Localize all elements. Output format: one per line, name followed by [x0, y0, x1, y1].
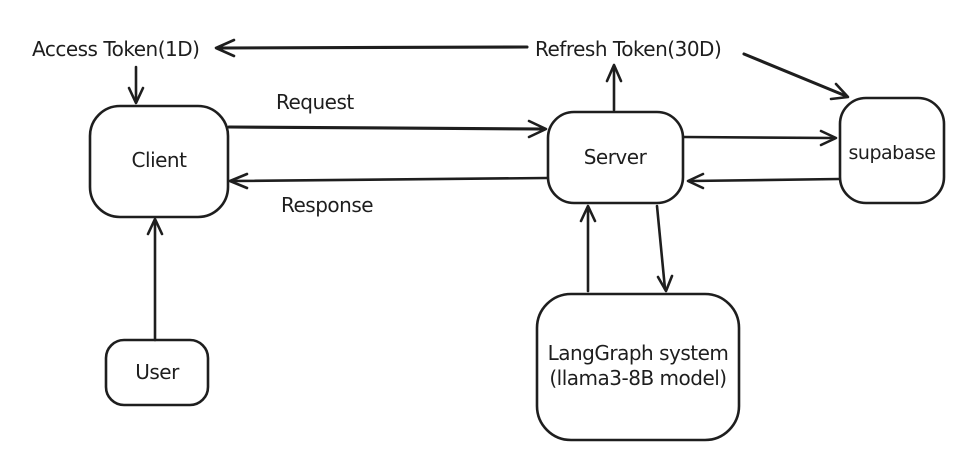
- arrowhead-server-to-refreshtoken: [605, 63, 623, 83]
- arrow-refreshtoken-to-accesstoken: [217, 45, 529, 50]
- arrowhead-supabase-to-server: [686, 172, 705, 190]
- arrowhead-refreshtoken-to-accesstoken: [214, 38, 236, 58]
- langgraph-node: LangGraph system (llama3-8B model): [535, 292, 741, 442]
- arrowhead-server-to-supabase: [819, 129, 838, 147]
- arrow-supabase-to-server: [688, 177, 841, 183]
- access-token-label: Access Token(1D): [32, 37, 199, 61]
- arrow-server-to-client-response: [230, 176, 549, 183]
- refresh-token-label: Refresh Token(30D): [535, 37, 721, 61]
- arrowhead-langgraph-to-server: [579, 204, 597, 223]
- arrow-client-to-server-request: [227, 125, 546, 131]
- arrowhead-server-to-langgraph: [656, 274, 674, 293]
- client-label: Client: [132, 148, 188, 172]
- server-node: Server: [546, 110, 685, 205]
- supabase-label: supabase: [849, 142, 936, 164]
- user-label: User: [135, 360, 180, 384]
- server-box: [546, 110, 685, 205]
- arrowhead-user-to-client: [146, 217, 164, 236]
- arrow-server-to-langgraph: [655, 204, 667, 291]
- arrowhead-accesstoken-to-client: [127, 86, 145, 105]
- arrow-server-to-supabase: [682, 135, 836, 140]
- arrowhead-client-to-server-request: [527, 119, 548, 139]
- user-node: User: [104, 338, 210, 407]
- langgraph-label-line2: (llama3-8B model): [549, 366, 726, 390]
- supabase-box: [838, 96, 946, 205]
- langgraph-label-line1: LangGraph system: [548, 341, 729, 365]
- request-label: Request: [276, 90, 354, 114]
- response-label: Response: [281, 193, 373, 217]
- server-label: Server: [584, 145, 648, 169]
- arrowhead-refreshtoken-to-supabase: [829, 82, 850, 101]
- arrowhead-server-to-client-response: [228, 172, 249, 190]
- arrow-refreshtoken-to-supabase: [742, 52, 848, 98]
- supabase-node: supabase: [838, 96, 946, 205]
- langgraph-box: [535, 292, 741, 442]
- client-box: [88, 104, 230, 219]
- user-box: [104, 338, 210, 407]
- client-node: Client: [88, 104, 230, 219]
